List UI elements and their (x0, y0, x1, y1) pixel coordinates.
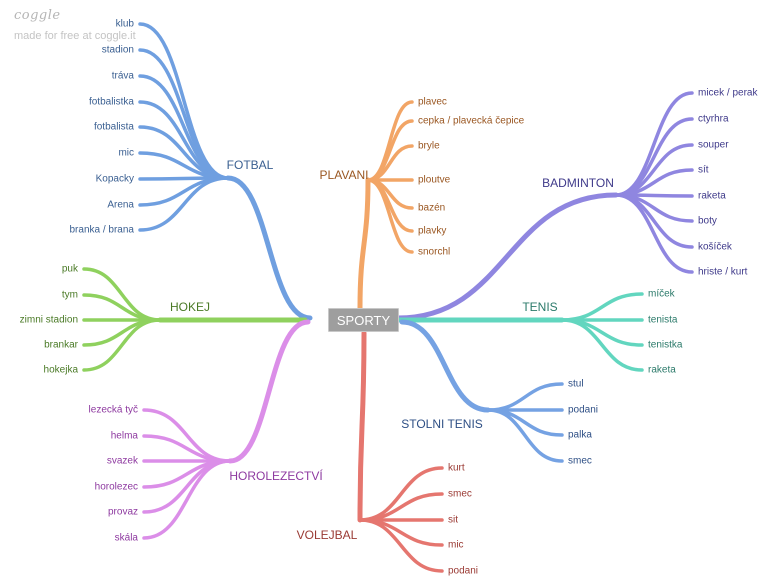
leaf-badminton[interactable]: košíček (698, 241, 732, 253)
fotbal-leaf-link (138, 176, 230, 207)
leaf-volejbal[interactable]: mic (448, 539, 464, 551)
stolni-tenis-leaf-link (486, 382, 564, 412)
volejbal-leaf-link (358, 518, 444, 547)
leaf-fotbal[interactable]: branka / brana (69, 224, 135, 236)
branch-label-hokej[interactable]: HOKEJ (169, 300, 211, 314)
horolezectvi-trunk (227, 319, 311, 464)
leaf-hokej[interactable]: zimni stadion (19, 314, 78, 326)
volejbal-leaf-link (358, 492, 444, 522)
badminton-leaf-link (614, 193, 694, 274)
leaf-plavani[interactable]: plavky (418, 225, 447, 237)
leaf-volejbal[interactable]: podani (448, 565, 479, 577)
branch-label-horolezectvi[interactable]: HOROLEZECTVÍ (229, 469, 323, 483)
leaf-tenis[interactable]: míček (648, 288, 675, 300)
leaf-hokej[interactable]: hokejka (43, 364, 78, 376)
badminton-trunk (395, 192, 619, 321)
leaf-plavani[interactable]: bryle (418, 140, 440, 152)
branch-label-badminton[interactable]: BADMINTON (542, 176, 614, 190)
leaf-badminton[interactable]: sít (698, 164, 709, 176)
leaf-fotbal[interactable]: klub (115, 18, 134, 30)
branch-label-plavani[interactable]: PLAVANI (319, 168, 369, 182)
fotbal-leaf-link (138, 176, 230, 232)
leaf-hokej[interactable]: puk (61, 263, 78, 275)
coggle-tagline[interactable]: made for free at coggle.it (14, 30, 136, 42)
branch-label-volejbal[interactable]: VOLEJBAL (296, 528, 358, 542)
leaf-horolezectvi[interactable]: lezecká tyč (88, 404, 138, 416)
fotbal-trunk (225, 175, 313, 321)
leaf-plavani[interactable]: snorchl (418, 246, 451, 258)
hokej-leaf-link (82, 318, 162, 347)
leaf-fotbal[interactable]: fotbalistka (88, 96, 134, 108)
leaf-hokej[interactable]: brankar (44, 339, 78, 351)
volejbal-leaf-link (358, 518, 444, 573)
tenis-leaf-link (560, 292, 644, 322)
leaf-volejbal[interactable]: kurt (448, 462, 465, 474)
hokej-leaf-link (82, 293, 162, 322)
leaf-horolezectvi[interactable]: horolezec (94, 481, 138, 493)
leaf-plavani[interactable]: ploutve (418, 174, 451, 186)
leaf-badminton[interactable]: ctyrhra (698, 113, 729, 125)
fotbal-leaf-link (138, 48, 230, 180)
leaf-fotbal[interactable]: stadion (101, 44, 134, 56)
stolni-tenis-leaf-link (486, 408, 564, 437)
stolni-tenis-leaf-link (486, 408, 564, 463)
leaf-fotbal[interactable]: mic (118, 147, 134, 159)
tenis-leaf-link (560, 318, 644, 372)
volejbal-trunk (357, 330, 367, 523)
tenis-leaf-link (560, 318, 644, 347)
leaf-badminton[interactable]: boty (698, 215, 717, 227)
branch-label-fotbal[interactable]: FOTBAL (226, 158, 274, 172)
leaf-fotbal[interactable]: fotbalista (93, 121, 134, 133)
leaf-horolezectvi[interactable]: helma (110, 430, 138, 442)
plavani-leaf-link (366, 119, 414, 182)
hokej-leaf-link (82, 318, 162, 372)
leaf-stolni-tenis[interactable]: podani (568, 404, 599, 416)
coggle-logo[interactable]: coggle (14, 8, 61, 23)
leaf-horolezectvi[interactable]: provaz (107, 506, 138, 518)
leaf-badminton[interactable]: micek / perak (698, 87, 758, 99)
leaf-plavani[interactable]: plavec (418, 96, 447, 108)
leaf-volejbal[interactable]: sit (448, 514, 458, 526)
coggle-branding: coggle made for free at coggle.it (14, 8, 136, 42)
plavani-leaf-link (366, 100, 414, 182)
branch-label-stolni-tenis[interactable]: STOLNI TENIS (401, 417, 483, 431)
leaf-stolni-tenis[interactable]: stul (568, 378, 584, 390)
badminton-leaf-link (614, 91, 694, 197)
leaf-fotbal[interactable]: Kopacky (95, 173, 134, 185)
plavani-leaf-link (366, 178, 414, 254)
leaf-stolni-tenis[interactable]: palka (568, 429, 592, 441)
leaf-fotbal[interactable]: tráva (111, 70, 134, 82)
leaf-tenis[interactable]: raketa (648, 364, 676, 376)
central-node[interactable]: SPORTY (328, 308, 399, 332)
leaf-tenis[interactable]: tenistka (648, 339, 683, 351)
plavani-trunk (357, 177, 371, 311)
leaf-hokej[interactable]: tym (61, 289, 78, 301)
leaf-badminton[interactable]: souper (698, 139, 729, 151)
leaf-volejbal[interactable]: smec (448, 488, 472, 500)
leaf-plavani[interactable]: bazén (418, 202, 446, 214)
branch-label-tenis[interactable]: TENIS (522, 300, 558, 314)
leaf-plavani[interactable]: cepka / plavecká čepice (418, 115, 525, 127)
leaf-tenis[interactable]: tenista (648, 314, 678, 326)
leaf-horolezectvi[interactable]: svazek (106, 455, 138, 467)
leaf-horolezectvi[interactable]: skála (114, 532, 138, 544)
leaf-stolni-tenis[interactable]: smec (568, 455, 592, 467)
leaf-fotbal[interactable]: Arena (107, 199, 134, 211)
leaf-badminton[interactable]: raketa (698, 190, 726, 202)
horolezectvi-leaf-link (142, 434, 232, 463)
horolezectvi-leaf-link (142, 459, 232, 540)
stolni-tenis-trunk (399, 319, 491, 413)
leaf-badminton[interactable]: hriste / kurt (698, 266, 748, 278)
